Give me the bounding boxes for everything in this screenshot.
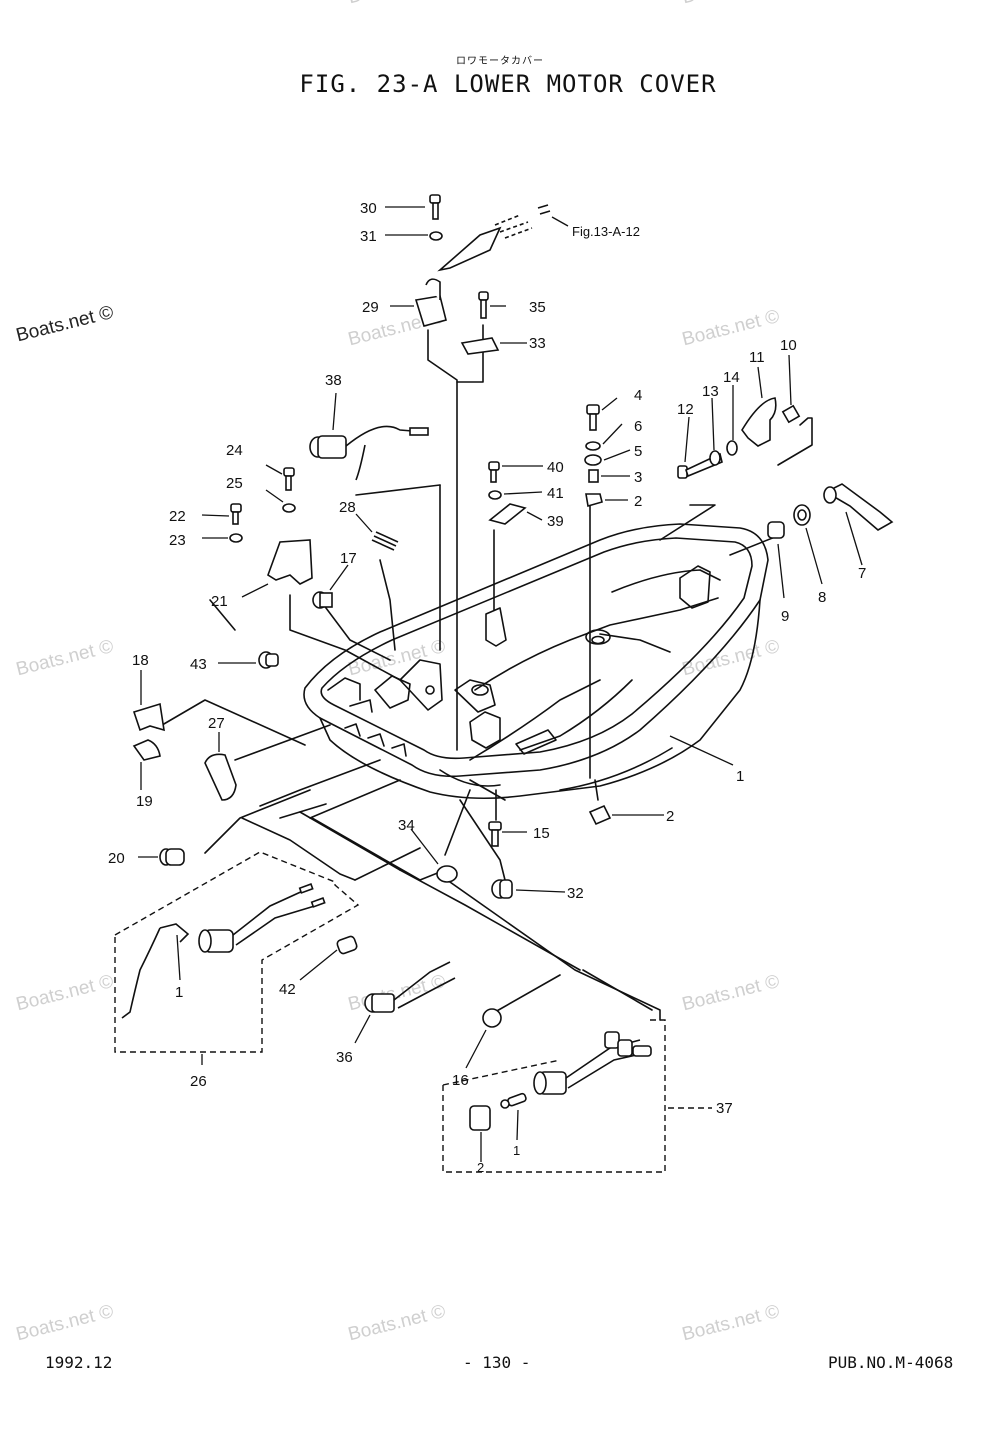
- washer-part-25: [282, 503, 296, 513]
- callout-8: 8: [818, 589, 826, 606]
- callout-19: 19: [136, 793, 153, 810]
- seal-part-8: [793, 504, 811, 526]
- callout-27: 27: [208, 715, 225, 732]
- figure-title: FIG. 23-A LOWER MOTOR COVER: [299, 70, 717, 98]
- callout-22: 22: [169, 508, 186, 525]
- sensor-part-38: [309, 425, 429, 481]
- grommet-part-34: [436, 865, 458, 883]
- callout-4: 4: [634, 387, 642, 404]
- lower-cover-part-1: [303, 523, 769, 800]
- plug-part-16: [482, 1008, 502, 1028]
- washer-part-6: [585, 441, 601, 451]
- nut-part-2: [585, 493, 603, 508]
- washer-part-23: [229, 533, 243, 543]
- callout-36: 36: [336, 1049, 353, 1066]
- figure-title-japanese: ロワモータカバー: [456, 56, 544, 67]
- callout-9: 9: [781, 608, 789, 625]
- callout-28: 28: [339, 499, 356, 516]
- callout-13: 13: [702, 383, 719, 400]
- reference-fig-13: Fig.13-A-12: [572, 224, 640, 239]
- callout-12: 12: [677, 401, 694, 418]
- callout-1-group37: 1: [513, 1143, 520, 1158]
- plug-part-20: [159, 848, 185, 866]
- callout-11: 11: [749, 349, 765, 366]
- callout-23: 23: [169, 532, 186, 549]
- pad-part-27: [204, 753, 237, 801]
- callout-33: 33: [529, 335, 546, 352]
- callout-2: 2: [634, 493, 642, 510]
- washer-part-14: [726, 440, 738, 456]
- key-part-1-group37: [500, 1092, 527, 1109]
- callout-39: 39: [547, 513, 564, 530]
- bolt-part-35: [478, 291, 489, 319]
- grommet-part-17: [312, 591, 333, 609]
- clip-part-39: [488, 503, 527, 525]
- bolt-part-4: [586, 404, 600, 431]
- clip-part-19: [132, 739, 161, 761]
- spring-part-10: [781, 404, 801, 424]
- callout-35: 35: [529, 299, 546, 316]
- callout-1-group26: 1: [175, 984, 183, 1001]
- bracket-part-21: [267, 539, 313, 585]
- footer-date: 1992.12: [45, 1353, 113, 1372]
- callout-3: 3: [634, 469, 642, 486]
- clip-part-18: [132, 702, 165, 732]
- callout-31: 31: [360, 228, 377, 245]
- callout-34: 34: [398, 817, 415, 834]
- callout-17: 17: [340, 550, 357, 567]
- callout-41: 41: [547, 485, 564, 502]
- callout-37: 37: [716, 1100, 733, 1117]
- callout-42: 42: [279, 981, 296, 998]
- bolt-part-30: [429, 194, 441, 220]
- callout-26: 26: [190, 1073, 207, 1090]
- screw-part-22: [230, 503, 242, 525]
- switch-assembly-part-37: [533, 1031, 652, 1095]
- switch-part-36: [364, 961, 456, 1013]
- grommet-part-9: [767, 521, 785, 539]
- washer-part-13: [709, 450, 721, 466]
- callout-2-group37: 2: [477, 1160, 484, 1175]
- callout-32: 32: [567, 885, 584, 902]
- callout-43: 43: [190, 656, 207, 673]
- clamp-part-33: [460, 337, 500, 355]
- callout-25: 25: [226, 475, 243, 492]
- callout-2-lower: 2: [666, 808, 674, 825]
- bolt-part-15: [488, 821, 502, 847]
- callout-16: 16: [452, 1072, 469, 1089]
- callout-10: 10: [780, 337, 797, 354]
- washer-part-5: [584, 454, 602, 466]
- callout-15: 15: [533, 825, 550, 842]
- cap-part-2-group37: [469, 1105, 491, 1131]
- nut-part-2-lower: [588, 804, 612, 826]
- screw-part-24: [283, 467, 295, 491]
- callout-20: 20: [108, 850, 125, 867]
- footer-publication-number: PUB.NO.M-4068: [828, 1353, 954, 1372]
- callout-5: 5: [634, 443, 642, 460]
- bolt-part-40: [488, 461, 500, 483]
- callout-14: 14: [723, 369, 740, 386]
- callout-7: 7: [858, 565, 866, 582]
- callout-21: 21: [211, 593, 228, 610]
- plug-part-42: [336, 935, 358, 955]
- footer-page-number: - 130 -: [463, 1353, 531, 1372]
- handle-part-7: [823, 483, 894, 531]
- collar-part-3: [588, 469, 599, 483]
- callout-24: 24: [226, 442, 243, 459]
- bracket-part-29: [414, 278, 447, 327]
- callout-38: 38: [325, 372, 342, 389]
- spring-part-28: [371, 531, 399, 551]
- grommet-part-32: [491, 879, 513, 899]
- callout-29: 29: [362, 299, 379, 316]
- plug-part-43: [258, 651, 279, 669]
- callout-40: 40: [547, 459, 564, 476]
- callout-30: 30: [360, 200, 377, 217]
- lever-part-11: [741, 397, 777, 447]
- callout-6: 6: [634, 418, 642, 435]
- washer-part-31: [429, 231, 443, 241]
- callout-18: 18: [132, 652, 149, 669]
- cable-part-1-group26: [121, 883, 326, 1019]
- callout-1: 1: [736, 768, 744, 785]
- washer-part-41: [488, 490, 502, 500]
